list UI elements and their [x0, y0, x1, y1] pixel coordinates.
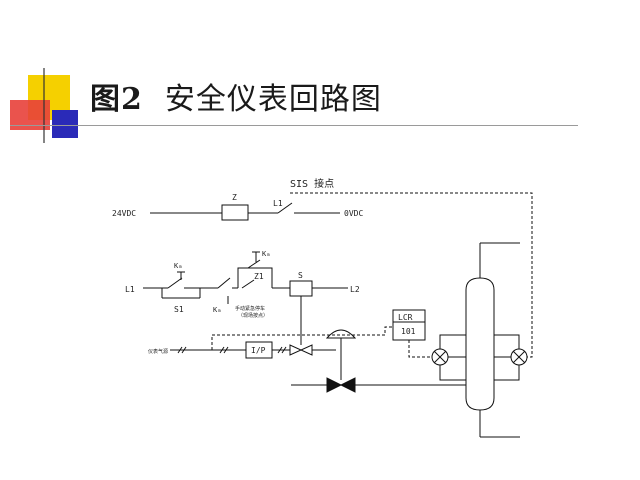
sig-hash-2	[281, 346, 287, 354]
title-divider	[10, 125, 578, 126]
air-hash-1	[177, 346, 183, 354]
solenoid-s	[289, 280, 313, 297]
impulse-right-upper	[494, 334, 520, 349]
z1-contact-blade	[241, 279, 255, 289]
bypass-key-z1-label: Kₘ	[262, 250, 270, 258]
impulse-left-upper	[439, 334, 466, 349]
bypass-key-top-label: Kₘ	[174, 262, 182, 270]
sis-contact-label: SIS 接点	[290, 177, 334, 190]
z1-top-blade	[247, 259, 261, 269]
sig-hash-1	[277, 346, 283, 354]
switch-s1-label: S1	[174, 305, 184, 314]
slide-title: 图2 安全仪表回路图	[90, 74, 382, 118]
controller-tag-label: LCR	[398, 313, 413, 322]
control-valve-actuator	[325, 329, 357, 339]
air-hash-4	[223, 346, 229, 354]
air-supply-label: 仪表气源	[148, 348, 168, 355]
lcr-signal-dashed	[211, 326, 393, 350]
air-hash-3	[219, 346, 225, 354]
process-vessel	[465, 277, 495, 411]
solenoid-valve-left	[289, 344, 303, 356]
ip-converter-label: I/P	[251, 346, 266, 355]
sis-dashed-link	[290, 192, 533, 358]
relay-coil-z	[221, 204, 249, 221]
supply-24vdc-label: 24VDC	[112, 209, 136, 218]
logo-blue-square	[52, 110, 78, 138]
figure-number: 图2	[90, 82, 143, 117]
manual-note-line1: 手动紧急停车	[235, 305, 265, 312]
controller-number-label: 101	[401, 327, 416, 336]
relay-coil-label: Z	[232, 193, 237, 202]
line-l2-label: L2	[350, 285, 360, 294]
manual-note-line2: （现场按点）	[238, 312, 268, 319]
air-hash-2	[181, 346, 187, 354]
contact-l1-label: L1	[273, 199, 283, 208]
solenoid-valve-right	[299, 344, 313, 356]
control-valve-right	[339, 377, 356, 393]
z1-parallel-loop	[237, 267, 273, 288]
lcr-signal-to-transmitter	[408, 340, 432, 358]
impulse-left-lower	[439, 365, 466, 381]
supply-0vdc-label: 0VDC	[344, 209, 363, 218]
line-l1-label: L1	[125, 285, 135, 294]
impulse-right-lower	[494, 365, 520, 381]
figure-title: 安全仪表回路图	[164, 82, 382, 117]
contact-l1-blade	[277, 202, 293, 214]
contact-z1-label: Z1	[254, 272, 264, 281]
bypass-key-bottom-label: Kₘ	[213, 306, 221, 314]
manual-contact-blade	[217, 277, 231, 289]
control-valve-left	[326, 377, 343, 393]
switch-s1-blade	[167, 277, 183, 289]
solenoid-s-label: S	[298, 271, 303, 280]
